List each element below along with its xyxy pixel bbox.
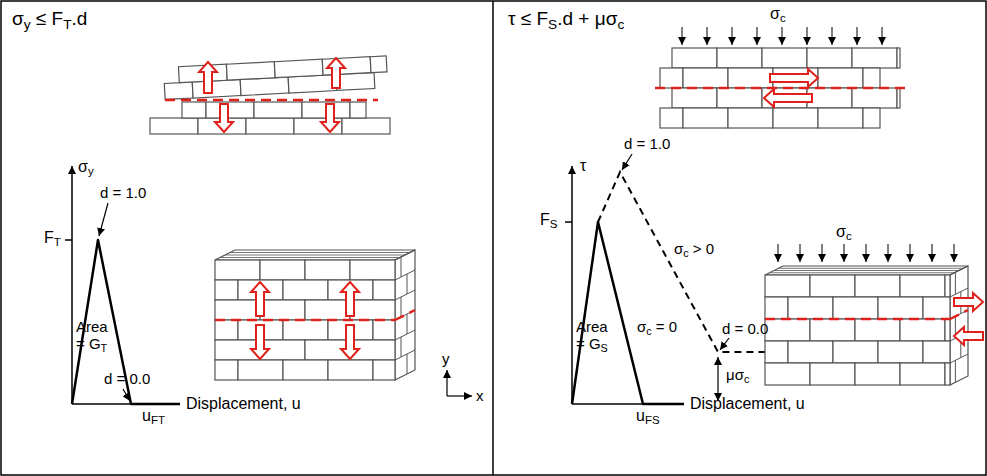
masonry-illustration [150, 27, 968, 385]
axis-label: τ [580, 157, 586, 175]
criterion-formula: σy ≤ FT.d [12, 8, 87, 33]
axis-title: Displacement, u [186, 395, 301, 413]
tension-graph [65, 166, 472, 404]
axis-value: uFS [636, 407, 660, 428]
curve-label: σc = 0 [637, 318, 677, 338]
axis-label: x [476, 387, 484, 404]
area-label: Area = GS [576, 318, 618, 355]
axis-label: σy [78, 158, 94, 179]
criterion-formula: τ ≤ FS.d + μσc [508, 8, 624, 33]
crack-and-force-marks [165, 58, 983, 359]
panel-divider [492, 1, 494, 475]
residual-label: μσc [726, 366, 749, 386]
state-label: d = 0.0 [104, 370, 150, 387]
axis-value: FS [540, 211, 557, 232]
load-label: σc [770, 5, 786, 26]
axis-value: FT [44, 229, 61, 250]
state-label: d = 0.0 [722, 320, 768, 337]
area-label: Area = GT [76, 318, 118, 355]
state-label: d = 1.0 [624, 135, 670, 152]
shear-graph [565, 154, 775, 404]
axis-label: y [442, 350, 450, 367]
state-label: d = 1.0 [100, 184, 146, 201]
curve-label: σc > 0 [674, 240, 714, 260]
axis-title: Displacement, u [690, 395, 805, 413]
axis-value: uFT [142, 407, 165, 428]
load-label: σc [836, 223, 852, 244]
